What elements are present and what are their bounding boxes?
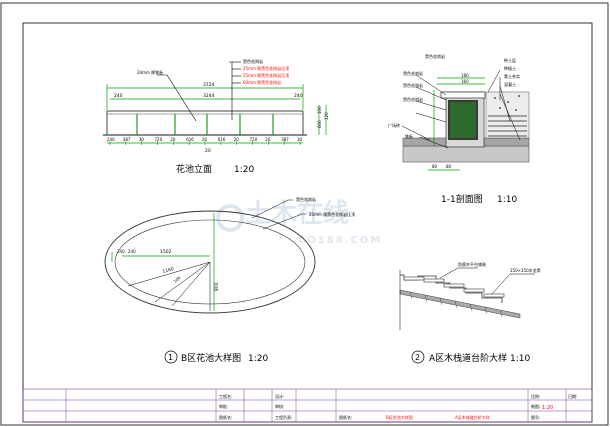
tb-label-1: 工程名: (219, 393, 232, 399)
tb-label-3: 图纸名: (219, 414, 232, 420)
plan-note-outer: 黑色花岗岩 (296, 196, 316, 202)
elev-dim-bottom: 20 (170, 137, 176, 142)
section-dim-top-1: 180 (461, 73, 469, 78)
elevation-title: 花池立面 (176, 163, 212, 175)
section-note-left-6: 铁板 (405, 133, 413, 139)
step-note-2: 150×150木龙骨 (510, 267, 541, 273)
plan-dim-5: 240 (117, 249, 125, 254)
step-number-circle (411, 350, 425, 364)
elev-dim-bottom: 30 (297, 137, 303, 142)
plan-number-circle (164, 350, 178, 364)
elev-note-left: 20mm 厚铁板 (137, 69, 163, 75)
tb-label-4: 比例: (531, 393, 540, 399)
elevation-scale: 1:20 (234, 165, 254, 175)
step-number: 2 (415, 353, 420, 362)
plan-dim-2: 1160 (162, 266, 175, 275)
tb-label-7: 工程负责: (275, 414, 292, 420)
plan-dim-4: 800 (214, 282, 220, 291)
elev-dim-total: 20 (205, 148, 211, 154)
elev-note-right-4: 60mm 厚黑色花岗岩 (243, 79, 281, 85)
elev-dim-top-3: 240 (114, 93, 123, 99)
section-drawing: 180 160 80 80 黑色花岗岩 黑色花岗岩 黑色花岗岩 黑色花岗岩 广场… (388, 53, 530, 205)
tb-label-9: 图纸名: (339, 414, 352, 420)
elev-dim-bottom: 20 (265, 137, 271, 142)
tb-label-2: 审批: (219, 403, 228, 409)
section-dim-top-2: 160 (461, 79, 469, 84)
elev-dim-bottom: 240 (107, 137, 115, 142)
tb-label-6: 审核: (275, 403, 284, 409)
elev-dim-bottom: 387 (281, 137, 289, 142)
section-note-right-2: 种植土 (504, 65, 516, 71)
tb-drawing-name-1: B区花池大样图 (386, 414, 413, 420)
elev-dim-bottom: 387 (123, 137, 131, 142)
elev-dim-right-3: 120 (324, 112, 329, 120)
elev-dim-right-1: 100 (317, 106, 322, 114)
elev-dim-top-2: 3244 (203, 93, 215, 99)
step-note-1: 防腐木平台铺装 (458, 261, 486, 267)
plan-note-inner: 20mm 厚黑色花岗岩压顶 (309, 211, 355, 217)
tb-drawing-name-2: A区木栈道台阶大样 (455, 414, 490, 420)
elev-dim-bottom: 30 (139, 137, 145, 142)
section-note-left-1: 黑色花岗岩 (425, 53, 445, 59)
watermark: 土木在线 CO188.COM (216, 199, 382, 246)
elev-dim-top-4: 240 (294, 93, 303, 99)
section-note-left-5: 广场砖 (388, 122, 400, 128)
watermark-sub: CO188.COM (298, 235, 382, 246)
section-note-right-4: 混凝土 (504, 81, 516, 87)
section-note-right-3: 素土夯实 (504, 73, 520, 79)
section-note-left-2: 黑色花岗岩 (403, 70, 423, 76)
plan-number: 1 (168, 353, 173, 362)
plan-dim-3: 100 (172, 275, 181, 284)
elev-bottom-dims: 240 387 30 720 20 616 20 616 20 720 20 387 30 (107, 137, 303, 145)
plan-dim-6: 240 (128, 249, 136, 254)
section-note-left-3: 黑色花岗岩 (403, 82, 423, 88)
section-dim-bottom-1: 80 (432, 164, 438, 169)
elev-dim-bottom: 720 (250, 137, 258, 142)
elev-note-right-1: 黑色花岗岩 (243, 58, 263, 64)
plan-scale: 1:20 (248, 354, 268, 364)
watermark-logo (216, 204, 244, 232)
elev-dim-bottom: 616 (218, 137, 226, 142)
tb-label-8: 图号: (531, 414, 540, 420)
title-block: 工程名: 审批: 图纸名: 比例: 设计: 审核: 工程负责: 图号: 图纸名:… (22, 388, 593, 423)
tb-label-10: 制图: (531, 403, 540, 409)
section-dim-bottom-2: 80 (446, 164, 452, 169)
elev-dim-bottom: 616 (186, 137, 194, 142)
step-scale: 1:10 (510, 354, 530, 364)
plan-title: B区花池大样图 (181, 352, 241, 364)
tb-label-5: 设计: (275, 393, 284, 399)
elev-dim-right-2: 600 (317, 120, 322, 128)
section-note-right-1: 种土层 (504, 57, 516, 63)
elev-dim-bottom: 720 (155, 137, 163, 142)
section-title: 1-1剖面图 (441, 193, 483, 205)
section-note-left-4: 黑色花岗岩 (403, 96, 423, 102)
step-drawing: 防腐木平台铺装 150×150木龙骨 2 A区木栈道台阶大样 1:10 (399, 261, 541, 364)
elev-dim-bottom: 20 (234, 137, 240, 142)
step-title: A区木栈道台阶大样 (429, 352, 507, 364)
watermark-main: 土木在线 (245, 199, 349, 229)
elev-note-right-3: 25mm 厚黑色花岗岩压顶 (243, 72, 289, 78)
plan-drawing: 1502 1160 100 800 240 240 黑色花岗岩 20mm 厚黑色… (104, 196, 355, 364)
plan-dim-1: 1502 (160, 249, 172, 255)
tb-label-11: 日期: (568, 393, 577, 399)
elev-dim-bottom: 20 (202, 137, 208, 142)
section-scale: 1:10 (497, 195, 517, 205)
elev-note-right-2: 25mm 厚黑色花岗岩压顶 (243, 65, 289, 71)
elev-dim-top-1: 3724 (203, 82, 215, 88)
tb-scale-value: 1:20 (542, 405, 553, 411)
